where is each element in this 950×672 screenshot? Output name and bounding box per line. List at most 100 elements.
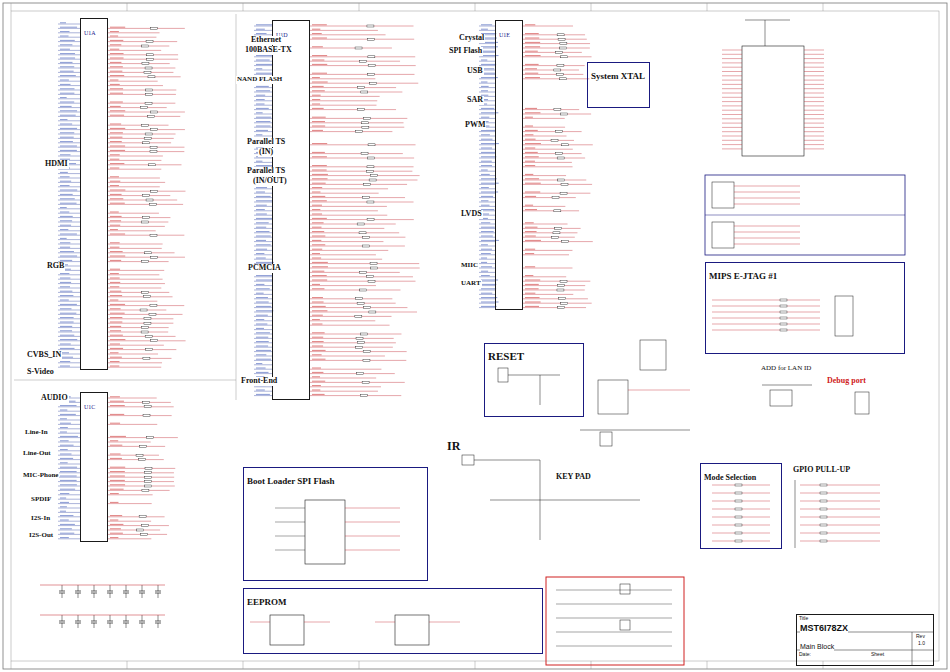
pin-name-mark [60, 418, 67, 419]
pin-stub [58, 257, 80, 258]
net-wire [108, 32, 160, 33]
pin-name-mark [60, 234, 77, 235]
net-wire [523, 34, 585, 35]
net-wire [310, 96, 380, 97]
pin-stub [58, 340, 80, 341]
pin-name-mark [60, 502, 69, 503]
pin-stub [254, 30, 272, 31]
wire [804, 75, 824, 76]
pin-name-mark [60, 22, 66, 23]
resistor-symbol [560, 43, 567, 45]
net-name-mark [110, 203, 125, 204]
resistor-symbol [362, 381, 369, 383]
net-wire [108, 147, 184, 148]
net-wire [108, 142, 171, 143]
net-wire [523, 149, 573, 150]
pin-name-mark [60, 445, 74, 446]
pin-stub [479, 250, 495, 251]
pin-name-mark [256, 218, 273, 219]
net-wire [108, 50, 161, 51]
net-name-mark [312, 77, 320, 78]
net-wire [310, 285, 376, 286]
pin-name-mark [60, 198, 75, 199]
resistor-symbol [561, 241, 568, 243]
wire [345, 536, 400, 537]
pin-name-mark [481, 231, 494, 232]
resistor-symbol [557, 285, 564, 287]
net-name-mark [110, 247, 119, 248]
wire [800, 485, 880, 486]
pin-name-mark [60, 247, 70, 248]
net-name-mark [312, 38, 327, 39]
net-wire [310, 395, 401, 396]
pin-stub [479, 272, 495, 273]
net-name-mark [110, 256, 125, 257]
pin-stub [58, 68, 80, 69]
pin-name-mark [256, 86, 269, 87]
pin-name-mark [256, 108, 269, 109]
pin-stub [479, 202, 495, 203]
pin-name-mark [481, 165, 492, 166]
net-wire [310, 360, 406, 361]
block-box: System XTAL [587, 62, 650, 108]
pin-name-mark [481, 183, 499, 184]
pin-name-mark [60, 515, 73, 516]
net-wire [310, 105, 376, 106]
pin-name-mark [481, 249, 492, 250]
pin-stub [479, 118, 495, 119]
net-name-mark [110, 317, 122, 318]
net-wire [108, 472, 174, 473]
pin-stub [58, 274, 80, 275]
pin-name-mark [256, 337, 268, 338]
net-name-mark [110, 405, 125, 406]
section-label: Parallel TS [246, 167, 286, 176]
net-name-mark [312, 280, 327, 281]
net-wire [108, 90, 176, 91]
pin-name-mark [60, 273, 69, 274]
net-wire [108, 486, 175, 487]
net-wire [310, 325, 390, 326]
pin-stub [58, 186, 80, 187]
block-title: System XTAL [591, 72, 645, 82]
net-name-mark [110, 489, 124, 490]
pin-name-mark [481, 209, 494, 210]
net-name-mark [312, 302, 324, 303]
net-wire [108, 54, 178, 55]
net-wire [310, 382, 405, 383]
net-name-mark [525, 266, 535, 267]
net-wire [108, 283, 165, 284]
resistor-symbol [368, 280, 375, 282]
net-wire [108, 292, 169, 293]
net-name-mark [525, 68, 537, 69]
resistor-symbol [150, 27, 157, 29]
pin-name-mark [481, 161, 492, 162]
pin-name-mark [60, 124, 72, 125]
resistor-symbol [370, 175, 377, 177]
net-name-mark [312, 359, 326, 360]
wire [490, 500, 640, 501]
net-wire [108, 151, 184, 152]
net-wire [523, 268, 572, 269]
net-wire [523, 298, 588, 299]
pin-stub [254, 215, 272, 216]
resistor-symbol [558, 38, 565, 40]
net-name-mark [110, 168, 119, 169]
net-wire [310, 87, 396, 88]
net-wire [108, 442, 151, 443]
capacitor-lead [158, 615, 159, 621]
net-name-mark [110, 181, 120, 182]
pin-name-mark [60, 471, 77, 472]
pin-name-mark [60, 40, 75, 41]
net-wire [310, 268, 420, 269]
pin-name-mark [60, 238, 67, 239]
pin-name-mark [481, 143, 499, 144]
pin-name-mark [481, 90, 488, 91]
net-wire [523, 281, 590, 282]
net-name-mark [312, 376, 320, 377]
pin-stub [254, 210, 272, 211]
resistor-symbol [367, 38, 374, 40]
net-name-mark [110, 40, 123, 41]
net-name-mark [110, 225, 120, 226]
pin-stub [479, 197, 495, 198]
pin-stub [58, 472, 80, 473]
